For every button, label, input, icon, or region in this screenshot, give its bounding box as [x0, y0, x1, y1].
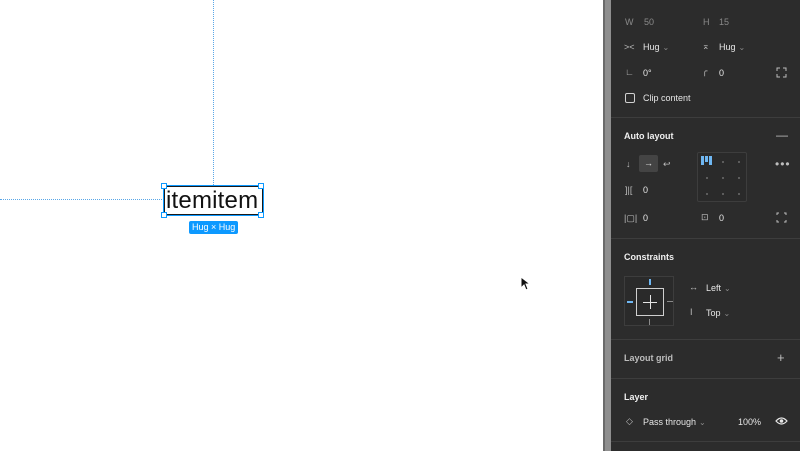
- vertical-resizing-dropdown[interactable]: Hug⌄: [719, 42, 745, 52]
- auto-layout-title: Auto layout: [624, 131, 674, 141]
- individual-padding-icon[interactable]: [776, 212, 787, 223]
- vertical-constraint-value: Top: [706, 308, 721, 318]
- layer-opacity-input[interactable]: 100%: [738, 417, 762, 427]
- vertical-padding-input[interactable]: 0: [719, 213, 725, 223]
- constraints-widget[interactable]: [624, 276, 674, 326]
- bottom-constraint-marker[interactable]: [649, 319, 650, 325]
- chevron-down-icon: ⌄: [662, 43, 670, 52]
- plus-icon: [643, 302, 657, 303]
- vertical-guide-line: [213, 0, 214, 185]
- clip-content-label: Clip content: [643, 93, 691, 103]
- section-divider: [611, 238, 800, 239]
- alignment-bar-icon: [705, 156, 708, 162]
- alignment-dot[interactable]: [738, 177, 740, 179]
- layer-title: Layer: [624, 392, 649, 402]
- resize-handle-top-right[interactable]: [258, 183, 264, 189]
- blend-mode-icon: ◇: [626, 416, 633, 426]
- alignment-dot[interactable]: [706, 193, 708, 195]
- rotation-input[interactable]: 0°: [643, 68, 652, 78]
- horizontal-constraint-value: Left: [706, 283, 722, 293]
- independent-corners-icon[interactable]: [776, 67, 787, 78]
- add-layout-grid-icon[interactable]: +: [777, 350, 785, 365]
- alignment-dot[interactable]: [722, 177, 724, 179]
- text-layer-content: itemitem: [166, 187, 259, 214]
- vertical-constraint-dropdown[interactable]: Top⌄: [706, 308, 730, 318]
- design-canvas[interactable]: itemitem Hug × Hug: [0, 0, 603, 451]
- selected-text-layer[interactable]: itemitem: [163, 185, 264, 216]
- height-input[interactable]: 15: [719, 17, 730, 27]
- corner-radius-icon: ╭: [702, 66, 708, 76]
- horizontal-padding-input[interactable]: 0: [643, 213, 649, 223]
- rotation-icon: ∟: [625, 67, 634, 77]
- horizontal-guide-line: [0, 199, 164, 200]
- alignment-dot[interactable]: [738, 161, 740, 163]
- more-options-icon[interactable]: •••: [775, 157, 791, 171]
- section-divider: [611, 339, 800, 340]
- vertical-resizing-value: Hug: [719, 42, 736, 52]
- resize-handle-bottom-left[interactable]: [161, 212, 167, 218]
- right-constraint-marker[interactable]: [667, 301, 673, 302]
- mouse-cursor-icon: [520, 276, 532, 291]
- layout-grid-title: Layout grid: [624, 353, 673, 363]
- remove-auto-layout-icon[interactable]: —: [776, 128, 788, 142]
- vertical-resizing-icon: ⌅: [702, 41, 710, 51]
- vertical-constraint-icon: I: [690, 307, 693, 317]
- horizontal-resizing-icon: ><: [624, 42, 635, 52]
- resize-handle-bottom-right[interactable]: [258, 212, 264, 218]
- width-label: W: [625, 17, 634, 27]
- horizontal-padding-icon: |▢|: [624, 213, 638, 223]
- top-constraint-marker[interactable]: [649, 279, 651, 285]
- horizontal-constraint-icon: ↔: [689, 282, 698, 292]
- chevron-down-icon: ⌄: [699, 418, 706, 427]
- constraints-title: Constraints: [624, 252, 675, 262]
- item-spacing-input[interactable]: 0: [643, 185, 649, 195]
- chevron-down-icon: ⌄: [723, 309, 731, 318]
- vertical-padding-icon: ⊡: [701, 212, 709, 222]
- resize-handle-top-left[interactable]: [161, 183, 167, 189]
- corner-radius-input[interactable]: 0: [719, 68, 725, 78]
- section-divider: [611, 117, 800, 118]
- item-spacing-icon: ]|[: [625, 185, 633, 195]
- chevron-down-icon: ⌄: [724, 284, 731, 293]
- eye-icon[interactable]: [775, 416, 788, 426]
- alignment-bar-icon: [701, 156, 704, 165]
- alignment-dot[interactable]: [722, 193, 724, 195]
- left-constraint-marker[interactable]: [627, 301, 633, 303]
- height-label: H: [703, 17, 710, 27]
- width-input[interactable]: 50: [644, 17, 655, 27]
- section-divider: [611, 441, 800, 442]
- alignment-dot[interactable]: [706, 177, 708, 179]
- constraint-frame: [636, 288, 664, 316]
- alignment-dot[interactable]: [722, 161, 724, 163]
- horizontal-direction-icon[interactable]: →: [639, 155, 658, 172]
- panel-divider[interactable]: [603, 0, 611, 451]
- section-divider: [611, 378, 800, 379]
- alignment-grid[interactable]: [697, 152, 747, 202]
- horizontal-resizing-value: Hug: [643, 42, 660, 52]
- horizontal-constraint-dropdown[interactable]: Left⌄: [706, 283, 731, 293]
- alignment-bar-icon: [709, 156, 712, 165]
- horizontal-resizing-dropdown[interactable]: Hug⌄: [643, 42, 669, 52]
- alignment-dot[interactable]: [738, 193, 740, 195]
- size-badge: Hug × Hug: [189, 221, 239, 234]
- chevron-down-icon: ⌄: [738, 43, 746, 52]
- wrap-direction-icon[interactable]: ↩: [663, 159, 671, 169]
- vertical-direction-icon[interactable]: ↓: [626, 159, 631, 169]
- clip-content-checkbox[interactable]: [625, 93, 635, 103]
- blend-mode-value: Pass through: [643, 417, 697, 427]
- properties-panel: W 50 H 15 >< Hug⌄ ⌅ Hug⌄ ∟ 0° ╭ 0 Clip c…: [611, 0, 800, 451]
- blend-mode-dropdown[interactable]: Pass through⌄: [643, 417, 706, 427]
